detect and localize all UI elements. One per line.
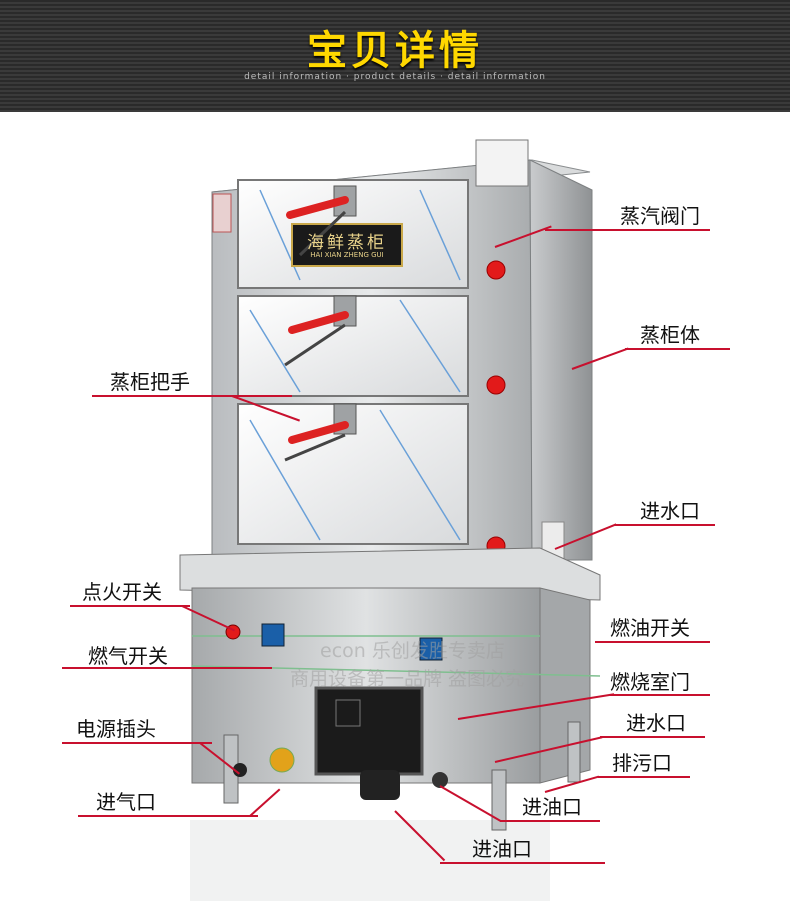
callout-line-ignition [70,605,190,607]
label-burner-door: 燃烧室门 [610,670,690,694]
oil-valve [419,637,443,661]
callout-line-oil-inlet-bottom [440,862,605,864]
callout-line-handle [92,395,292,397]
door-2 [237,295,469,397]
label-power-plug: 电源插头 [76,717,156,741]
callout-line-gas-inlet [78,815,258,817]
warning-sticker [212,193,232,233]
burner-door [314,686,424,776]
watermark: econ 乐创发胜专卖店 商用设备第一品牌 盗图必究 [290,638,610,698]
label-oil-inlet-right: 进油口 [522,795,582,819]
callout-line-water-inlet-bottom [600,736,705,738]
oil-pump [360,770,400,800]
callout-line-cabinet-body [625,348,730,350]
label-steam-valve: 蒸汽阀门 [620,204,700,228]
label-water-inlet-bottom: 进水口 [626,711,686,735]
label-handle: 蒸柜把手 [110,370,190,394]
oil-inlet-fitting [432,772,448,788]
callout-line-steam-valve [545,229,710,231]
label-water-inlet-top: 进水口 [640,499,700,523]
label-gas-inlet: 进气口 [96,790,156,814]
watermark-line-1: econ 乐创发胜专卖店 [320,640,505,662]
callout-line-oil-switch [595,641,710,643]
callout-line-burner-door [610,694,710,696]
floor-reflection [190,820,550,901]
page-subtitle: detail information · product details · d… [244,72,546,82]
cabinet-side [529,159,593,561]
gas-inlet-fitting [269,747,295,773]
label-oil-switch: 燃油开关 [610,616,690,640]
leg-front-right [491,769,507,831]
plaque-pinyin: HAI XIAN ZHENG GUI [310,251,384,259]
callout-line-oil-inlet-right [500,820,600,822]
label-cabinet-body: 蒸柜体 [640,323,700,347]
callout-line-drain [598,776,690,778]
door-handles [284,185,357,462]
spec-sticker [475,139,529,187]
header-banner: 宝贝详情 detail information · product detail… [0,0,790,112]
callout-line-gas-switch [62,667,272,669]
label-oil-inlet-bottom: 进油口 [472,837,532,861]
page-title: 宝贝详情 [307,28,483,74]
callout-line-water-inlet-top [615,524,715,526]
label-drain-outlet: 排污口 [612,751,672,775]
leg-back-right [567,721,581,783]
label-ignition-switch: 点火开关 [82,580,162,604]
callout-line-power-plug [62,742,212,744]
plaque-text: 海鲜蒸柜 [307,233,387,253]
watermark-line-2: 商用设备第一品牌 盗图必究 [290,668,525,690]
gas-valve [261,623,285,647]
label-gas-switch: 燃气开关 [88,644,168,668]
base-ledge [179,547,601,601]
